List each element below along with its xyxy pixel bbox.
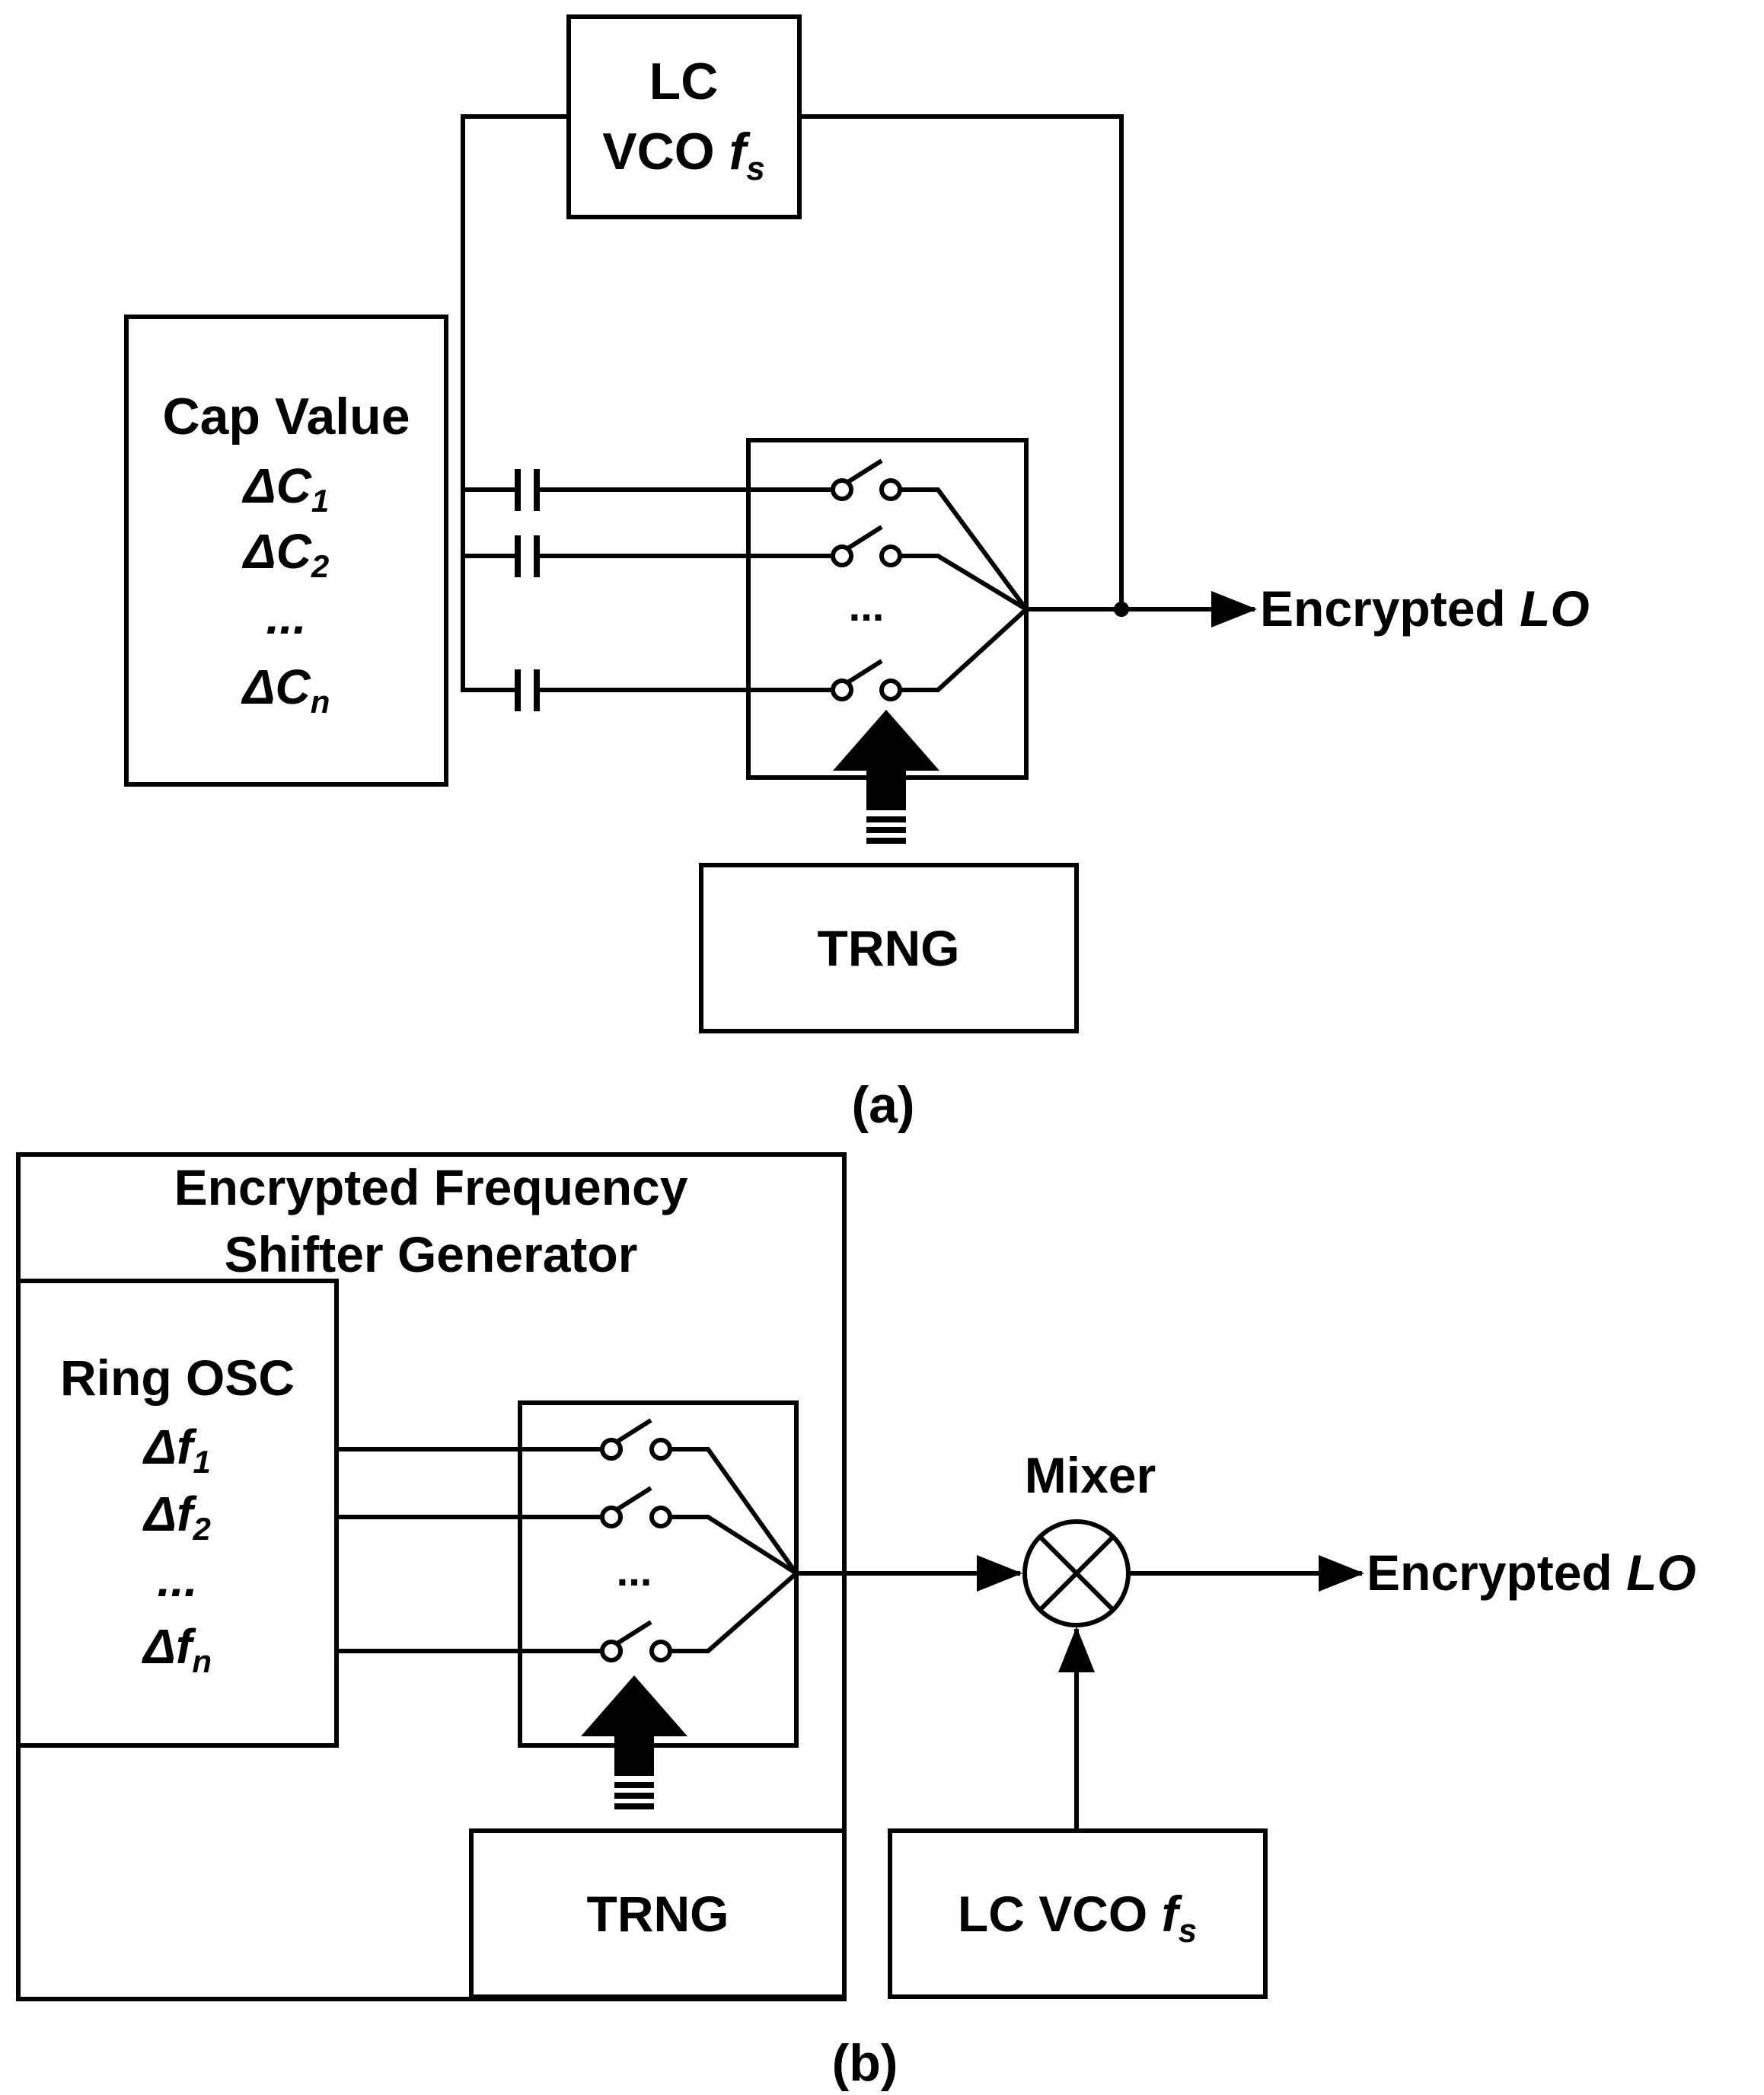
caption-b: (b) <box>832 2034 898 2092</box>
lc-vco-label-line1: LC <box>649 53 719 110</box>
cap-item-2: ΔC2 <box>242 524 330 584</box>
switch-b-1 <box>600 1418 672 1461</box>
switch-ellipsis-b: ... <box>617 1547 652 1595</box>
switch-merge-wires-a <box>898 487 1030 692</box>
lc-vco-label-line2: VCO fs <box>602 123 764 187</box>
cap-value-title: Cap Value <box>162 388 410 446</box>
capacitor-row-1 <box>461 469 834 511</box>
mixer-label: Mixer <box>1025 1447 1156 1503</box>
ring-wires <box>334 1447 602 1653</box>
shifter-generator-title-line1: Encrypted Frequency <box>174 1159 688 1215</box>
trng-block-a <box>699 863 1079 1033</box>
switch-merge-wires-b <box>668 1447 800 1653</box>
ring-item-2: Δf2 <box>142 1487 211 1547</box>
shifter-generator-title-line2: Shifter Generator <box>225 1226 638 1282</box>
mixer-icon <box>1022 1519 1131 1627</box>
trng-block-b <box>469 1828 847 1999</box>
output-label-a: Encrypted LO <box>1260 580 1590 637</box>
trng-label-a: TRNG <box>818 920 960 976</box>
ring-osc-block <box>16 1279 339 1748</box>
cap-value-block <box>124 315 448 787</box>
ring-item-1: Δf1 <box>142 1420 211 1480</box>
ring-item-ellipsis: ... <box>157 1552 197 1607</box>
switch-n <box>831 659 902 701</box>
vco-left-wire <box>461 114 571 692</box>
diagram-b: Encrypted Frequency Shifter Generator Ri… <box>16 1152 1696 2092</box>
switch-1 <box>831 458 902 501</box>
switch-ellipsis-a: ... <box>849 582 885 630</box>
caption-a: (a) <box>851 1076 914 1134</box>
capacitor-row-2 <box>461 535 834 577</box>
cap-item-n: ΔCn <box>241 659 330 720</box>
cap-item-1: ΔC1 <box>242 458 330 519</box>
vco-right-wire <box>797 114 1124 612</box>
trng-bus-arrow-b <box>581 1675 687 1809</box>
ring-osc-title: Ring OSC <box>60 1349 295 1406</box>
diagram-a: LC VCO fs Cap Value ΔC1 ΔC2 ... ΔCn <box>124 14 1590 1134</box>
switch-b-2 <box>600 1486 672 1528</box>
output-junction-dot <box>1114 602 1129 617</box>
switch-b-n <box>600 1620 672 1662</box>
ring-item-n: Δfn <box>142 1619 212 1679</box>
lc-vco-label-b: LC VCO fs <box>958 1886 1197 1950</box>
trng-label-b: TRNG <box>587 1886 729 1942</box>
output-label-b: Encrypted LO <box>1367 1544 1696 1601</box>
switch-2 <box>831 525 902 567</box>
capacitor-row-n <box>461 669 834 711</box>
cap-item-ellipsis: ... <box>266 589 306 644</box>
